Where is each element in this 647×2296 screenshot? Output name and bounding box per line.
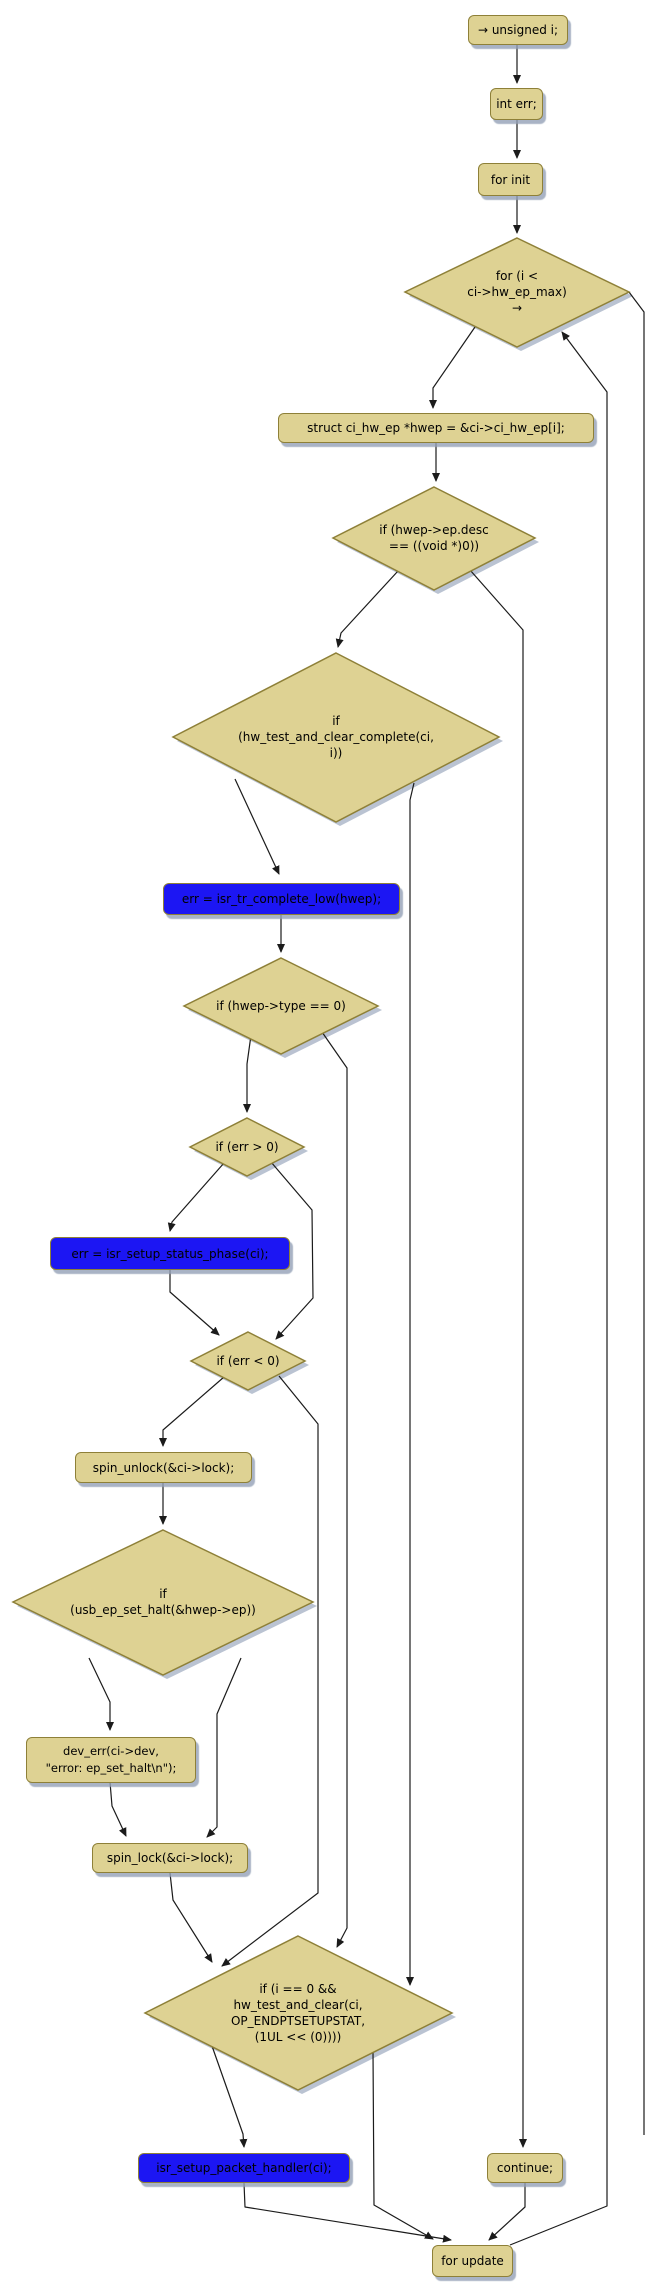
node-err-lt0-shape (189, 1331, 307, 1391)
node-int-err: int err; (490, 88, 543, 120)
node-dev-err-line2: "error: ep_set_halt\n"); (45, 1761, 177, 1775)
node-spin-unlock-label: spin_unlock(&ci->lock); (92, 1460, 235, 1475)
node-spin-lock: spin_lock(&ci->lock); (92, 1843, 248, 1873)
node-spin-unlock: spin_unlock(&ci->lock); (75, 1452, 252, 1483)
edge-type-true-to-errgt (243, 1027, 253, 1113)
node-hwep-assign-label: struct ci_hw_ep *hwep = &ci->ci_hw_ep[i]… (307, 421, 565, 435)
edge-cond-true-to-hwep (429, 326, 476, 409)
edge-halt-false-to-lock (206, 1657, 242, 1838)
edge-errlt-true-to-unlock (159, 1376, 225, 1447)
edge-cond-false-exit (628, 291, 645, 2135)
edge-complete-true-to-low (234, 778, 280, 875)
node-for-update-label: for update (441, 2254, 504, 2268)
node-setup-packet-handler: isr_setup_packet_handler(ci); (138, 2153, 350, 2183)
node-setupstat-check-shape (143, 1935, 454, 2091)
node-tr-complete-low: err = isr_tr_complete_low(hwep); (163, 883, 400, 915)
edge-continue-to-update (488, 2183, 526, 2241)
node-for-init: for init (478, 163, 543, 196)
edge-complete-false-skip (406, 782, 415, 1986)
node-set-halt-check-shape (11, 1529, 315, 1676)
node-hwep-assign: struct ci_hw_ep *hwep = &ci->ci_hw_ep[i]… (278, 413, 594, 443)
node-dev-err-line1: dev_err(ci->dev, (63, 1744, 159, 1759)
node-for-cond-shape (403, 237, 631, 348)
edge-deverr-to-lock (109, 1781, 127, 1837)
edge-errgt-false-to-errlt (270, 1161, 314, 1340)
node-err-gt0-shape (188, 1117, 306, 1177)
edge-setupstat-false-to-update (372, 2050, 434, 2240)
edge-type-false-skip (321, 1031, 348, 1948)
edge-handler-to-update (243, 2182, 452, 2243)
node-setup-status-label: err = isr_setup_status_phase(ci); (71, 1246, 269, 1261)
diamond-shadows (17, 242, 633, 2094)
node-continue: continue; (487, 2153, 563, 2183)
edge-errlt-false-skip (221, 1375, 319, 1967)
edge-setupstatus-to-errlt (169, 1270, 220, 1336)
node-start-decl: → unsigned i; (468, 15, 568, 45)
node-desc-check-shape (331, 486, 537, 591)
node-type-check-shape (182, 957, 380, 1055)
node-int-err-label: int err; (496, 97, 537, 111)
node-tr-complete-low-label: err = isr_tr_complete_low(hwep); (181, 892, 382, 906)
edge-desc-false-to-complete (335, 570, 399, 648)
edge-errgt-true-to-setupstatus (167, 1162, 225, 1232)
edge-update-back-to-cond (509, 331, 608, 2246)
node-setup-packet-handler-label: isr_setup_packet_handler(ci); (156, 2161, 332, 2175)
edge-lock-to-setupstat (169, 1872, 213, 1963)
node-start-decl-label: → unsigned i; (477, 23, 559, 37)
edge-halt-true-to-deverr (88, 1657, 114, 1731)
node-continue-label: continue; (496, 2161, 554, 2175)
edge-desc-true-to-continue (469, 569, 527, 2148)
node-for-init-label: for init (490, 172, 531, 187)
node-for-update: for update (432, 2245, 513, 2277)
node-setup-status: err = isr_setup_status_phase(ci); (50, 1237, 290, 1270)
edge-setupstat-true-to-handler (211, 2045, 248, 2148)
node-spin-lock-label: spin_lock(&ci->lock); (106, 1851, 234, 1865)
node-dev-err: dev_err(ci->dev, "error: ep_set_halt\n")… (26, 1737, 196, 1783)
node-complete-check-shape (171, 652, 501, 823)
